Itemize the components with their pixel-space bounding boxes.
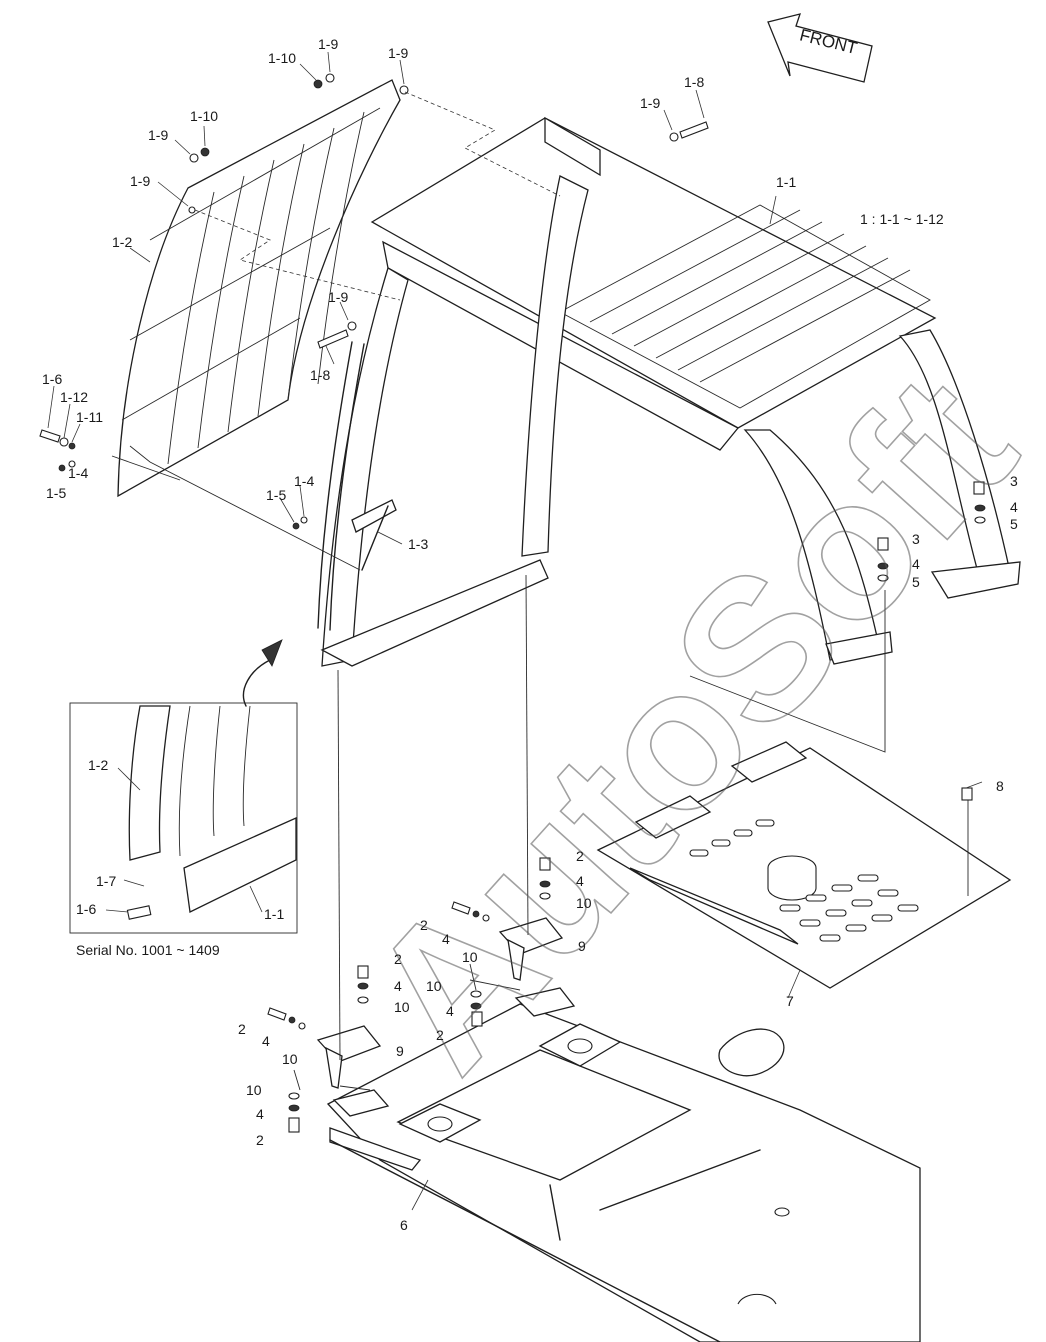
callout-label: 4	[576, 873, 584, 889]
callout-label: 1-9	[640, 95, 660, 111]
callout-label: 1-9	[130, 173, 150, 189]
range-note: 1 : 1-1 ~ 1-12	[860, 211, 944, 227]
gas-strut	[351, 499, 397, 571]
callout-label: 5	[912, 574, 920, 590]
callout-label: 1-1	[776, 174, 796, 190]
callout-label: 2	[436, 1027, 444, 1043]
callout-label: 1-9	[148, 127, 168, 143]
watermark-text: AutoSoft	[325, 334, 1046, 1111]
callout-label: 1-7	[96, 873, 116, 889]
callout-label: 3	[1010, 473, 1018, 489]
front-arrow: FRONT	[767, 13, 873, 83]
detail-inset	[69, 639, 298, 934]
callout-label: 10	[462, 949, 478, 965]
callout-label: 4	[442, 931, 450, 947]
base-frame	[326, 1003, 921, 1342]
callout-label: 8	[996, 778, 1004, 794]
callout-label: 1-12	[60, 389, 88, 405]
callout-label: 4	[912, 556, 920, 572]
callout-label: 1-9	[318, 36, 338, 52]
mount-brackets	[316, 917, 576, 1117]
callout-label: 4	[394, 978, 402, 994]
roof-slats	[559, 204, 931, 409]
callout-label: 4	[1010, 499, 1018, 515]
callout-label: 1-9	[388, 45, 408, 61]
callout-label: 10	[394, 999, 410, 1015]
callout-label: 1-8	[684, 74, 704, 90]
callout-label: 6	[400, 1217, 408, 1233]
callout-label: 10	[426, 978, 442, 994]
callout-label: 2	[420, 917, 428, 933]
callout-label: 2	[576, 848, 584, 864]
reference-lines	[47, 51, 983, 1211]
callout-label: 1-6	[76, 901, 96, 917]
callout-label: 4	[262, 1033, 270, 1049]
callout-label: 1-1	[264, 906, 284, 922]
front-grille	[117, 79, 401, 498]
callout-label: 1-8	[310, 367, 330, 383]
callout-label: 4	[256, 1106, 264, 1122]
callout-label: 4	[446, 1003, 454, 1019]
callout-label: 3	[912, 531, 920, 547]
callout-label: 1-3	[408, 536, 428, 552]
callout-label: 2	[394, 951, 402, 967]
callout-label: 7	[786, 993, 794, 1009]
callout-label: 1-2	[112, 234, 132, 250]
callout-label: 1-5	[266, 487, 286, 503]
callout-label: 1-6	[42, 371, 62, 387]
callout-label: 9	[396, 1043, 404, 1059]
callout-label: 10	[282, 1051, 298, 1067]
callout-label: 1-4	[294, 473, 314, 489]
callout-labels: 1-10 1-9 1-9 1-8 1-9 1-10 1-9 1-9 1-1 1-…	[42, 36, 1018, 1233]
callout-label: 10	[576, 895, 592, 911]
callout-label: 1-4	[68, 465, 88, 481]
callout-label: 1-11	[76, 409, 103, 425]
callout-label: 1-10	[268, 50, 296, 66]
callout-label: 10	[246, 1082, 262, 1098]
callout-label: 2	[256, 1132, 264, 1148]
callout-label: 1-5	[46, 485, 66, 501]
callout-label: 1-10	[190, 108, 218, 124]
callout-label: 2	[238, 1021, 246, 1037]
canopy-frame	[317, 116, 1021, 667]
callout-label: 1-9	[328, 289, 348, 305]
floor-vent-slots	[689, 819, 919, 942]
inset-caption: Serial No. 1001 ~ 1409	[76, 942, 220, 958]
floor-plate	[596, 741, 1012, 989]
callout-label: 5	[1010, 516, 1018, 532]
callout-label: 1-2	[88, 757, 108, 773]
callout-label: 9	[578, 938, 586, 954]
